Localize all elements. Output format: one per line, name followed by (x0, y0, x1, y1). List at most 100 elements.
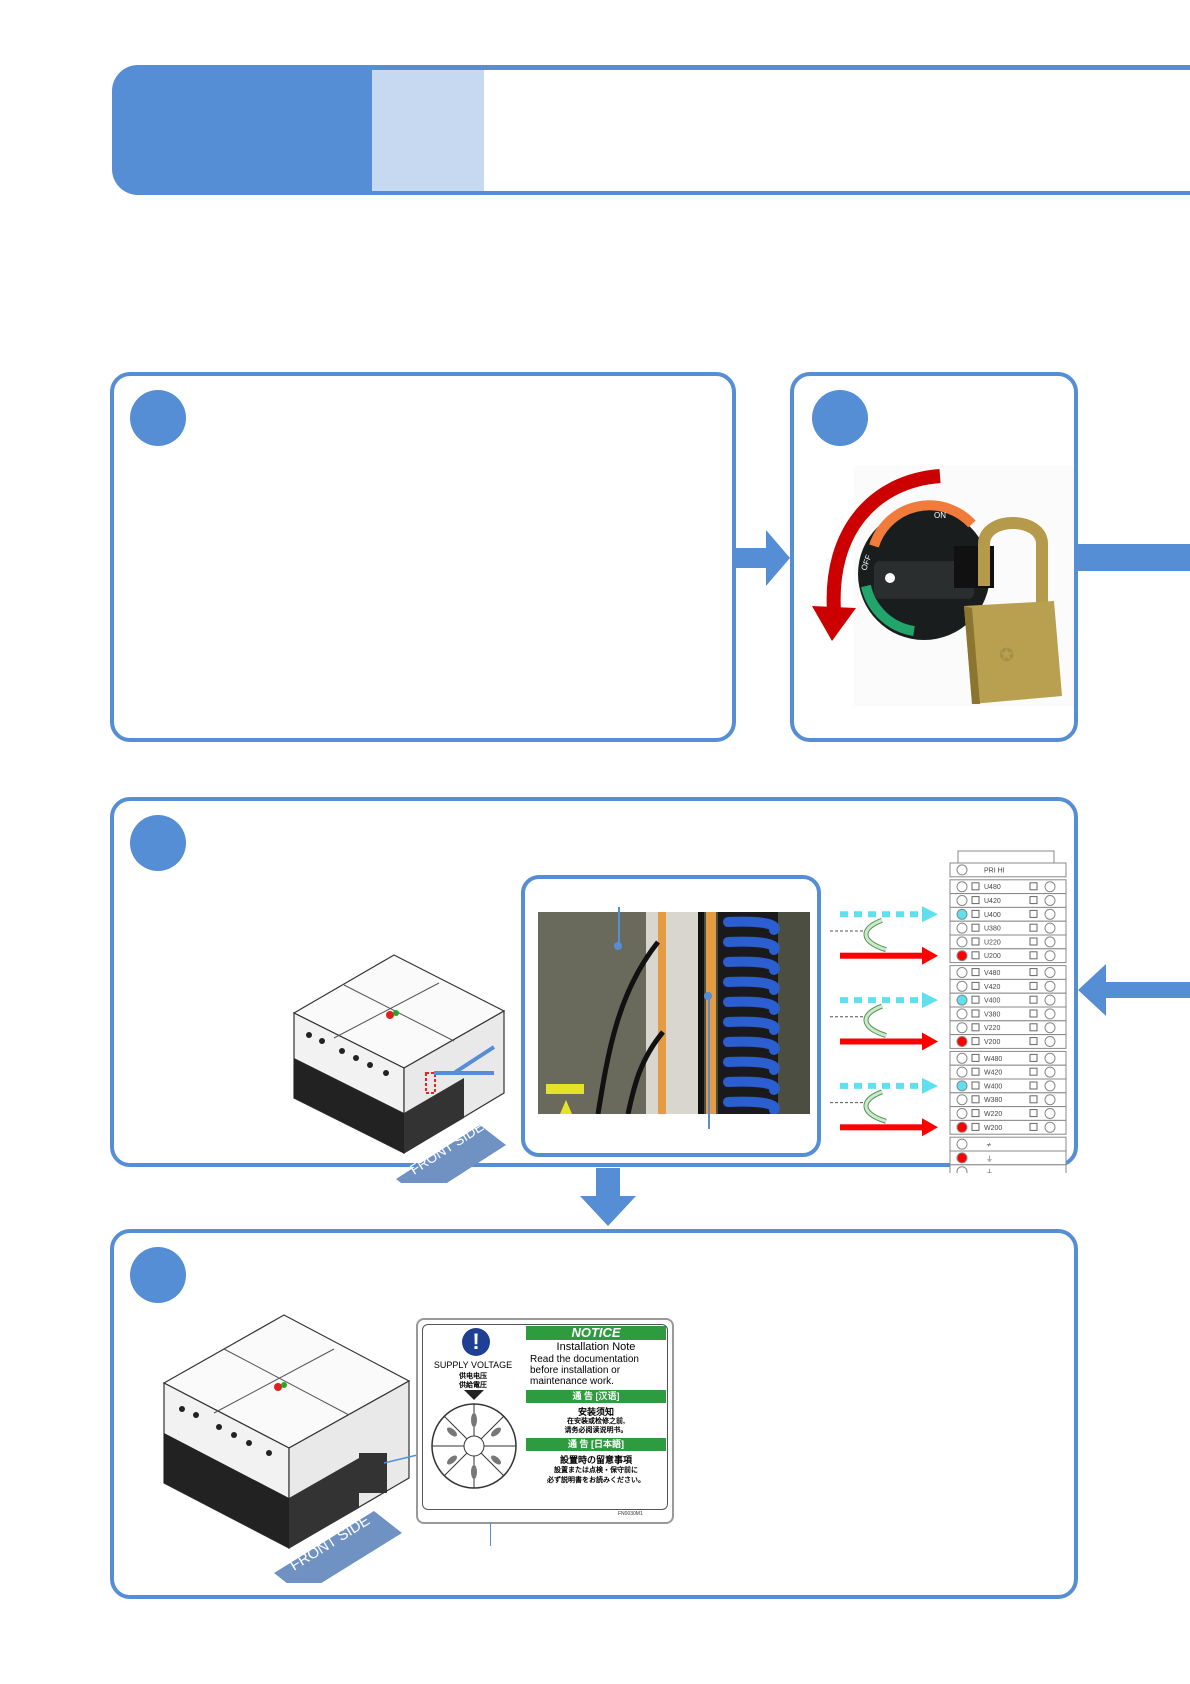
header-rule-bottom (372, 191, 1190, 195)
supply-voltage-heading: SUPPLY VOLTAGE (433, 1360, 513, 1370)
terminal-dot (1044, 1052, 1056, 1064)
callout-line-bottom (708, 999, 710, 1129)
terminal-tap-label: U380 (984, 926, 1001, 933)
notice-en-heading: Installation Note (556, 1341, 636, 1353)
voltage-selector-dial (431, 1390, 517, 1489)
ground-symbol: ⏚ (986, 1155, 993, 1163)
terminal-square (1029, 1095, 1038, 1104)
notice-callout-line (490, 1522, 491, 1546)
svg-text:✪: ✪ (999, 645, 1014, 665)
switch-on-label: ON (934, 511, 946, 520)
terminal-dot (956, 967, 968, 978)
terminal-square (971, 951, 980, 960)
terminal-dot (1044, 1121, 1056, 1133)
notice-part-number: FN0030M1 (618, 1511, 643, 1517)
terminal-dot-from (956, 908, 968, 920)
notice-cn-line-2: 请务必阅读说明书。 (564, 1427, 628, 1434)
terminal-square (971, 882, 980, 891)
terminal-square (1029, 1009, 1038, 1018)
notice-jp-line-1: 設置または点検・保守前に (554, 1467, 638, 1474)
terminal-square (1029, 951, 1038, 960)
arrow-left-into-step-3 (1078, 964, 1190, 1016)
info-exclamation-icon: ! (462, 1328, 490, 1356)
terminal-dot (1044, 881, 1056, 893)
terminal-block-cap-top (957, 850, 1055, 864)
terminal-dot-from (956, 994, 968, 1006)
arrow-connector-right (1078, 544, 1190, 571)
terminal-dot (956, 1022, 968, 1034)
terminal-tap-label: V200 (984, 1039, 1000, 1046)
arrow-head-to-W (922, 1118, 938, 1137)
notice-jp-body: 設置または点検・保守前に 必ず説明書をお読みください。 (526, 1466, 666, 1486)
terminal-square (1029, 909, 1038, 918)
terminal-dot (956, 922, 968, 934)
terminal-dot-from (956, 1080, 968, 1092)
notice-title-bar: NOTICE (526, 1326, 666, 1340)
arrow-head-to-U (922, 946, 938, 965)
terminal-dot (1044, 1080, 1056, 1092)
terminal-dot (1044, 1036, 1056, 1047)
arrow-head-from-U (922, 906, 938, 923)
terminal-tap-label: U480 (984, 884, 1001, 891)
terminal-dot (1044, 908, 1056, 920)
notice-en-body: Read the documentation before installati… (530, 1354, 670, 1387)
ground-symbol: ⏚ (986, 1169, 993, 1173)
terminal-tap-label: V480 (984, 970, 1000, 977)
terminal-square (971, 1122, 980, 1131)
step-1-box (110, 372, 736, 742)
header-rule-top (372, 65, 1190, 70)
step-3-badge (130, 815, 186, 871)
terminal-dot (1044, 895, 1056, 906)
terminal-square (1029, 1122, 1038, 1131)
terminal-square (971, 1067, 980, 1076)
terminal-tap-label: U420 (984, 898, 1001, 905)
terminal-dot-to (956, 1121, 968, 1133)
terminal-dot (1044, 1108, 1056, 1119)
curved-move-arrow-inner-W (864, 1090, 887, 1123)
terminal-square (971, 1095, 980, 1104)
terminal-tap-label: W480 (984, 1056, 1002, 1063)
arrow-right-1-to-2 (734, 530, 790, 586)
terminal-dot (956, 1052, 968, 1064)
padlock-icon (978, 517, 1048, 606)
terminal-square (971, 995, 980, 1004)
terminal-tap-label: W380 (984, 1097, 1002, 1104)
arrow-head-to-V (922, 1032, 938, 1051)
notice-cn-line-1: 在安装或检修之前, (567, 1418, 625, 1425)
terminal-square (1029, 981, 1038, 990)
notice-en-line-2: before installation or (530, 1365, 621, 1376)
arrow-to-tap-W (840, 1124, 924, 1131)
header-tab-dark (112, 65, 374, 195)
terminal-square (1029, 1109, 1038, 1118)
terminal-dot-to (956, 950, 968, 962)
step-4-box: FRONT SIDE ! SUPPLY VOLTAGE 供电电压 供給電圧 NO… (110, 1229, 1078, 1599)
terminal-tap-label: U200 (984, 953, 1001, 960)
step-2-box: ON OFF ✪ (790, 372, 1078, 742)
notice-jp-tag-bar: 通 告 [日本語] (526, 1438, 666, 1451)
step-1-badge (130, 390, 186, 446)
terminal-dot (956, 881, 968, 893)
notice-en-line-3: maintenance work. (530, 1376, 614, 1387)
terminal-ground-row (949, 1164, 1067, 1173)
terminal-dot (1044, 967, 1056, 978)
terminal-tap-label: V220 (984, 1025, 1000, 1032)
terminal-square (971, 1109, 980, 1118)
callout-connector (434, 1045, 496, 1075)
curved-move-arrow-inner-V (864, 1004, 887, 1037)
notice-cn-heading: 安装须知 (577, 1407, 614, 1417)
terminal-square (971, 1037, 980, 1046)
terminal-square (971, 968, 980, 977)
terminal-dot (956, 864, 968, 876)
terminal-square (1029, 1067, 1038, 1076)
arrow-to-tap-U (840, 952, 924, 959)
step-2-badge (812, 390, 868, 446)
terminal-dot (956, 1138, 968, 1150)
notice-jp-heading: 設置時の留意事項 (559, 1455, 632, 1465)
terminal-square (971, 1053, 980, 1062)
terminal-square (1029, 882, 1038, 891)
terminal-square (971, 923, 980, 932)
terminal-tap-label: U400 (984, 912, 1001, 919)
arrow-head-from-V (922, 992, 938, 1009)
terminal-tap-label: W400 (984, 1083, 1002, 1090)
breaker-padlock-illustration: ON OFF ✪ (812, 466, 1074, 706)
